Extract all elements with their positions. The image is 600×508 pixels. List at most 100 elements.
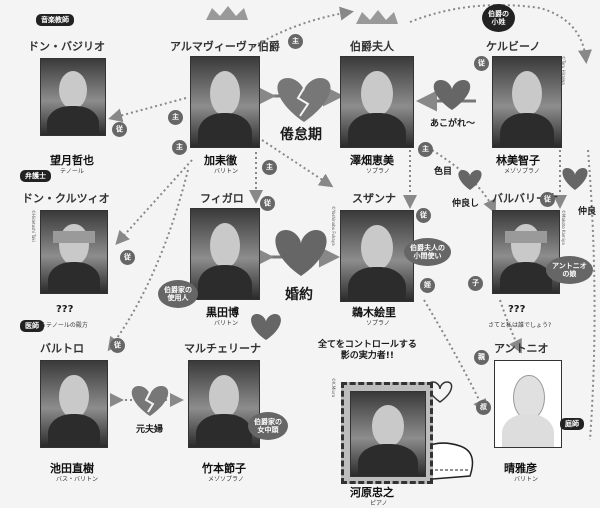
tag-child: 子: [468, 276, 483, 291]
tag-follower-3: 従: [120, 250, 135, 265]
tag-master-4: 主: [262, 160, 277, 175]
label-close: 仲良し: [452, 199, 480, 209]
tag-follower-2: 従: [474, 56, 489, 71]
voice-susanna: ソプラノ: [366, 320, 390, 327]
bubble-gardener: 庭師: [560, 418, 584, 431]
photo-susanna: [340, 210, 414, 302]
tag-follower-6: 従: [540, 192, 555, 207]
label-yearning: あこがれ〜: [430, 119, 476, 129]
photo-curzio: [40, 210, 108, 294]
tag-master-1: 主: [288, 34, 303, 49]
role-antonio: アントニオ: [494, 342, 549, 355]
label-engaged: 婚約: [285, 287, 313, 303]
photo-kawahara: [350, 391, 426, 477]
voice-basilio: テノール: [60, 168, 84, 175]
tag-master-2: 主: [168, 110, 183, 125]
name-susanna: 鵜木絵里: [352, 306, 396, 319]
name-barbarina: ???: [508, 304, 526, 315]
voice-cherubino: メゾソプラノ: [504, 168, 540, 175]
bubble-doctor: 医師: [20, 320, 44, 333]
line-almaviva-curzio: [115, 159, 193, 245]
note-curzio: どうやらテノールの殿方: [22, 322, 88, 329]
photo-antonio: [494, 360, 562, 448]
tag-uncle: 叔: [476, 400, 491, 415]
credit-5: ©K.Miura: [331, 378, 336, 398]
tag-master-3: 主: [172, 140, 187, 155]
name-figaro: 黒田博: [206, 306, 239, 319]
voice-countess: ソプラノ: [366, 168, 390, 175]
line-susanna-antonio: [423, 299, 486, 414]
voice-antonio: バリトン: [514, 476, 539, 483]
label-exspouse: 元夫婦: [136, 425, 164, 435]
credit-1: ©Toru Hiraiwa: [561, 56, 566, 85]
heart-broken-almaviva-countess: [277, 78, 331, 122]
heart-curzio-small: [458, 170, 482, 190]
role-susanna: スザンナ: [352, 192, 396, 205]
tag-master-5: 主: [418, 142, 433, 157]
bubble-music-teacher: 音楽教師: [36, 14, 74, 27]
heart-figaro-susanna: [275, 230, 327, 276]
photo-basilio: [40, 58, 106, 136]
role-curzio: ドン・クルツィオ: [22, 192, 110, 205]
name-kawahara: 河原忠之: [350, 486, 394, 499]
credit-4: ©Hidetoshi Taki: [31, 210, 36, 242]
heart-figaro-small: [251, 314, 281, 340]
photo-bartolo: [40, 360, 108, 448]
name-curzio: ???: [56, 304, 74, 315]
bubble-lawyer: 弁護士: [20, 170, 51, 183]
tag-follower-7: 従: [110, 338, 125, 353]
voice-kawahara: ピアノ: [370, 500, 388, 507]
credit-2: ©Yoshinobu Fukaya: [331, 206, 336, 246]
tag-niece: 姪: [420, 278, 435, 293]
crown-almaviva: [206, 6, 248, 20]
name-bartolo: 池田直樹: [50, 462, 94, 475]
heart-crack-small: [144, 391, 155, 413]
name-countess: 澤畑恵美: [350, 154, 394, 167]
photo-almaviva: [190, 56, 260, 148]
bubble-housekeeper: 伯爵家の 女中頭: [248, 412, 288, 441]
line-almaviva-susanna: [261, 139, 334, 188]
role-marcellina: マルチェリーナ: [184, 342, 261, 355]
line-countess-cherubino-top: [409, 4, 592, 64]
photo-countess: [340, 56, 414, 148]
name-marcellina: 竹本節子: [202, 462, 246, 475]
tag-parent: 親: [474, 350, 489, 365]
photo-barbarina: [492, 210, 560, 294]
voice-bartolo: バス・バリトン: [56, 476, 99, 483]
name-basilio: 望月哲也: [50, 154, 94, 167]
heart-cherubino-barbarina: [562, 168, 588, 190]
line-barbarina-antonio: [499, 299, 522, 354]
voice-marcellina: メゾソプラノ: [208, 476, 244, 483]
heart-crack: [296, 87, 310, 117]
name-almaviva: 加耒徹: [204, 154, 237, 167]
censor-bar: [504, 230, 548, 243]
bubble-page: 伯爵の 小姓: [482, 4, 515, 33]
heart-broken-bartolo-marcellina: [131, 386, 169, 416]
role-figaro: フィガロ: [200, 192, 244, 205]
tag-follower-5: 従: [416, 208, 431, 223]
bubble-daughter: アントニオ の娘: [546, 256, 593, 285]
role-basilio: ドン・バジリオ: [28, 40, 105, 53]
crown-countess: [356, 10, 398, 24]
photo-figaro: [190, 208, 260, 300]
stamp-frame: [341, 382, 433, 484]
line-almaviva-bartolo: [107, 169, 189, 352]
label-bored: 倦怠期: [280, 127, 322, 143]
label-close2: 仲良: [578, 207, 597, 217]
voice-almaviva: バリトン: [214, 168, 239, 175]
voice-figaro: バリトン: [214, 320, 239, 327]
line-cherubino-right: [587, 149, 596, 441]
credit-3: ©Makoto Kamiya: [561, 210, 566, 245]
photo-marcellina: [188, 360, 260, 448]
line-countess-barbarina: [431, 149, 497, 214]
headline-line2: 影の実力者!!: [340, 350, 395, 361]
tag-follower-4: 従: [260, 196, 275, 211]
role-countess: 伯爵夫人: [350, 40, 394, 53]
tag-follower-1: 従: [112, 122, 127, 137]
role-almaviva: アルマヴィーヴァ伯爵: [170, 40, 280, 53]
role-bartolo: バルトロ: [40, 342, 84, 355]
censor-bar: [52, 230, 96, 243]
bubble-servant: 伯爵家の 使用人: [158, 280, 198, 309]
photo-cherubino: [492, 56, 562, 148]
